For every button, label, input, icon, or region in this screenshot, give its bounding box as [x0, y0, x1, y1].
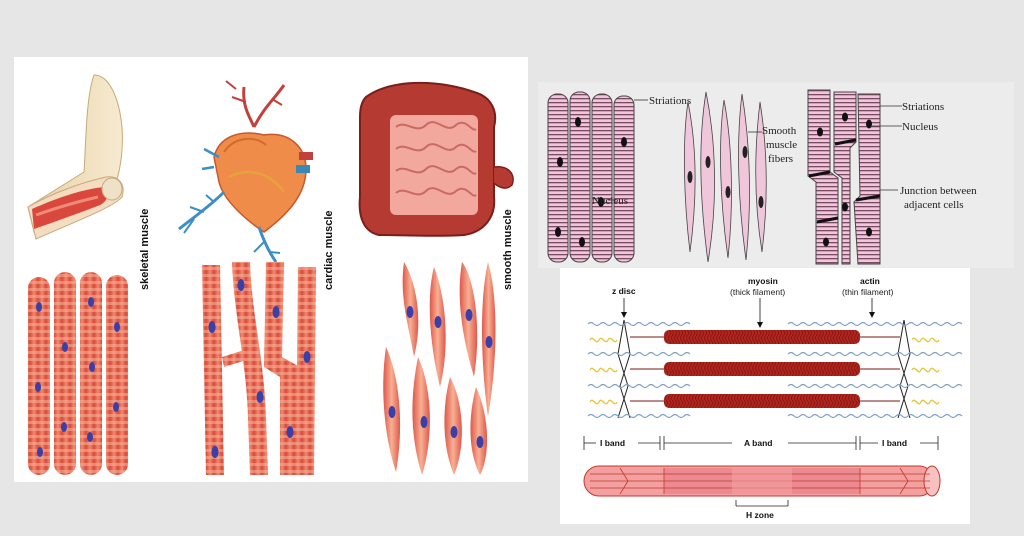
smooth-label-line3: fibers [768, 153, 793, 165]
smooth-label-line1: Smooth [762, 125, 797, 137]
muscle-types-illustration: skeletal muscle cardiac muscle smooth mu… [27, 74, 514, 475]
micrograph-illustration: Striations Nucleus Smooth muscle fibers [547, 89, 977, 265]
myosin-label: myosin [748, 276, 778, 286]
z-disc-label: z disc [612, 286, 636, 296]
cardiac-striations-label: Striations [902, 101, 944, 113]
actin-sub-label: (thin filament) [842, 287, 894, 297]
titin-coils [589, 337, 940, 405]
sarcomere-diagram: z disc myosin (thick filament) actin (th… [583, 276, 963, 520]
myosin-sub-label: (thick filament) [730, 287, 785, 297]
skeletal-muscle-label: skeletal muscle [139, 209, 151, 290]
smooth-micro [683, 91, 767, 263]
i-band-right-label: I band [882, 438, 907, 448]
arm-illustration [27, 74, 124, 240]
h-zone-label: H zone [746, 510, 774, 520]
smooth-label-line2: muscle [766, 139, 797, 151]
micrograph-panel: Striations Nucleus Smooth muscle fibers [538, 82, 1014, 268]
skeletal-micro: Striations Nucleus [547, 91, 691, 263]
skeletal-fibers [28, 272, 128, 475]
junction-label-line2: adjacent cells [904, 199, 964, 211]
a-band-label: A band [744, 438, 773, 448]
actin-filaments [587, 321, 963, 419]
i-band-left-label: I band [600, 438, 625, 448]
muscle-types-panel: skeletal muscle cardiac muscle smooth mu… [14, 57, 528, 482]
cardiac-nucleus-label: Nucleus [902, 121, 938, 133]
smooth-fibers [383, 262, 496, 475]
intestine-illustration [358, 81, 514, 237]
z-discs [617, 319, 911, 419]
actin-label: actin [860, 276, 880, 286]
sarcomere-panel: z disc myosin (thick filament) actin (th… [560, 268, 970, 524]
band-brackets [583, 436, 939, 450]
myofibril-cylinder [583, 465, 941, 497]
junction-label-line1: Junction between [900, 185, 977, 197]
cardiac-fibers [202, 262, 316, 475]
skeletal-nucleus-label: Nucleus [592, 195, 628, 207]
cardiac-muscle-label: cardiac muscle [323, 211, 335, 291]
cardiac-micro: Striations Nucleus Junction between adja… [807, 89, 977, 265]
h-zone-bracket [735, 500, 789, 507]
smooth-muscle-label: smooth muscle [502, 209, 514, 290]
myosin-filaments [630, 330, 900, 408]
heart-illustration [178, 80, 313, 263]
skeletal-striations-label: Striations [649, 95, 691, 107]
